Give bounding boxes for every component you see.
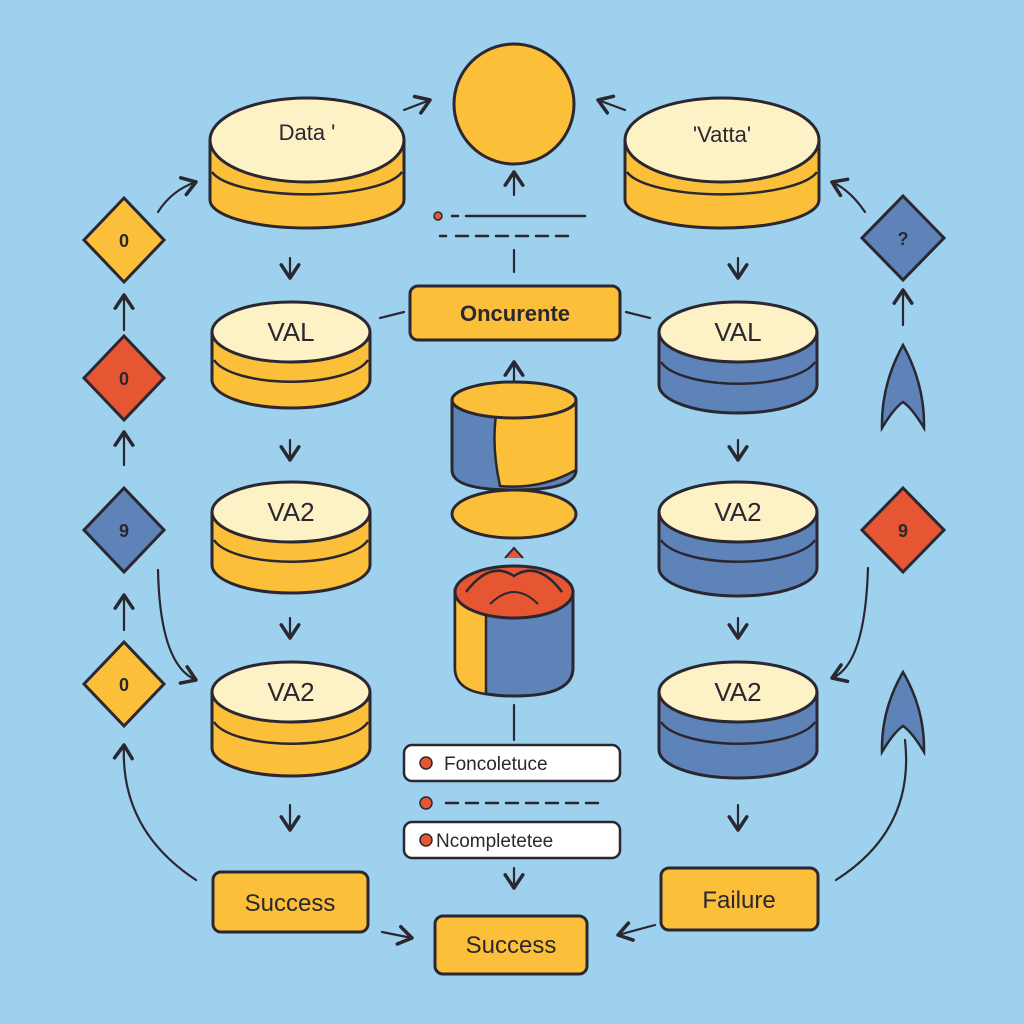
database-data: Data ' bbox=[208, 96, 406, 230]
arrow-right-loop-to-va2 bbox=[830, 566, 870, 684]
bottom-success-label: Success bbox=[466, 932, 557, 959]
legend-item-2: Ncompletetee bbox=[402, 820, 622, 860]
arrow-data-to-circle bbox=[402, 94, 432, 115]
bottom-success-box: Success bbox=[433, 914, 589, 976]
concurrent-box: Oncurente bbox=[408, 284, 622, 342]
arrow-failure-to-bottom bbox=[616, 921, 657, 942]
failure-label: Failure bbox=[702, 887, 775, 914]
database-right-va2-a: VA2 bbox=[657, 480, 819, 598]
database-vatta-label: 'Vatta' bbox=[693, 122, 751, 147]
database-right-va2-b-label: VA2 bbox=[714, 677, 761, 707]
database-right-va2-a-label: VA2 bbox=[714, 497, 761, 527]
database-left-va2-a-label: VA2 bbox=[267, 497, 314, 527]
left-success-label: Success bbox=[245, 890, 336, 917]
arrow-right-diamond-to-vatta bbox=[830, 177, 867, 214]
diamond-right-1-label: ? bbox=[898, 229, 909, 249]
left-success-box: Success bbox=[211, 870, 370, 934]
connectors bbox=[112, 94, 914, 946]
top-circle-node bbox=[452, 42, 576, 166]
tall-arrowhead-upper bbox=[880, 342, 926, 433]
diamond-left-2-label: 0 bbox=[119, 369, 129, 389]
concurrent-box-label: Oncurente bbox=[460, 301, 570, 326]
diamond-left-1-label: 0 bbox=[119, 231, 129, 251]
database-left-va2-b-label: VA2 bbox=[267, 677, 314, 707]
diamond-left-1: 0 bbox=[81, 195, 167, 285]
arrow-left-loop-to-va2 bbox=[156, 568, 198, 685]
diamond-right-2-label: 9 bbox=[898, 521, 908, 541]
legend-item-2-label: Ncompletetee bbox=[436, 831, 553, 852]
line-concurrent-left bbox=[378, 310, 406, 320]
legend-item-1-label: Foncoletuce bbox=[444, 754, 548, 775]
diamond-left-2: 0 bbox=[81, 333, 167, 423]
arrow-vatta-to-circle bbox=[596, 94, 627, 115]
arrow-left-success-to-bottom bbox=[380, 925, 414, 946]
diamond-left-3: 9 bbox=[81, 485, 167, 575]
failure-box: Failure bbox=[659, 866, 820, 932]
diamond-right-2: 9 bbox=[859, 485, 947, 575]
tall-arrowhead-lower bbox=[880, 669, 926, 757]
diamond-right-1: ? bbox=[859, 193, 947, 283]
database-right-val-label: VAL bbox=[714, 317, 761, 347]
database-left-va2-b: VA2 bbox=[210, 660, 372, 778]
dashed-indicator-top bbox=[433, 211, 587, 238]
database-right-va2-b: VA2 bbox=[657, 660, 819, 780]
database-right-val: VAL bbox=[657, 300, 819, 415]
line-concurrent-right bbox=[624, 310, 652, 320]
center-cup-icon bbox=[450, 380, 578, 540]
database-left-val-label: VAL bbox=[267, 317, 314, 347]
diamond-left-4: 0 bbox=[81, 639, 167, 729]
database-data-label: Data ' bbox=[279, 120, 336, 145]
database-left-va2-a: VA2 bbox=[210, 480, 372, 595]
diamond-left-4-label: 0 bbox=[119, 675, 129, 695]
legend-item-1: Foncoletuce bbox=[402, 743, 622, 783]
arrow-failure-loop-up bbox=[834, 738, 908, 882]
center-stack-icon bbox=[453, 546, 575, 698]
arrow-success-loop-up bbox=[112, 743, 198, 882]
diamond-left-3-label: 9 bbox=[119, 521, 129, 541]
database-left-val: VAL bbox=[210, 300, 372, 410]
database-vatta: 'Vatta' bbox=[623, 96, 821, 230]
arrow-diamond-to-data bbox=[156, 176, 198, 214]
legend-dashed-item bbox=[419, 796, 602, 810]
